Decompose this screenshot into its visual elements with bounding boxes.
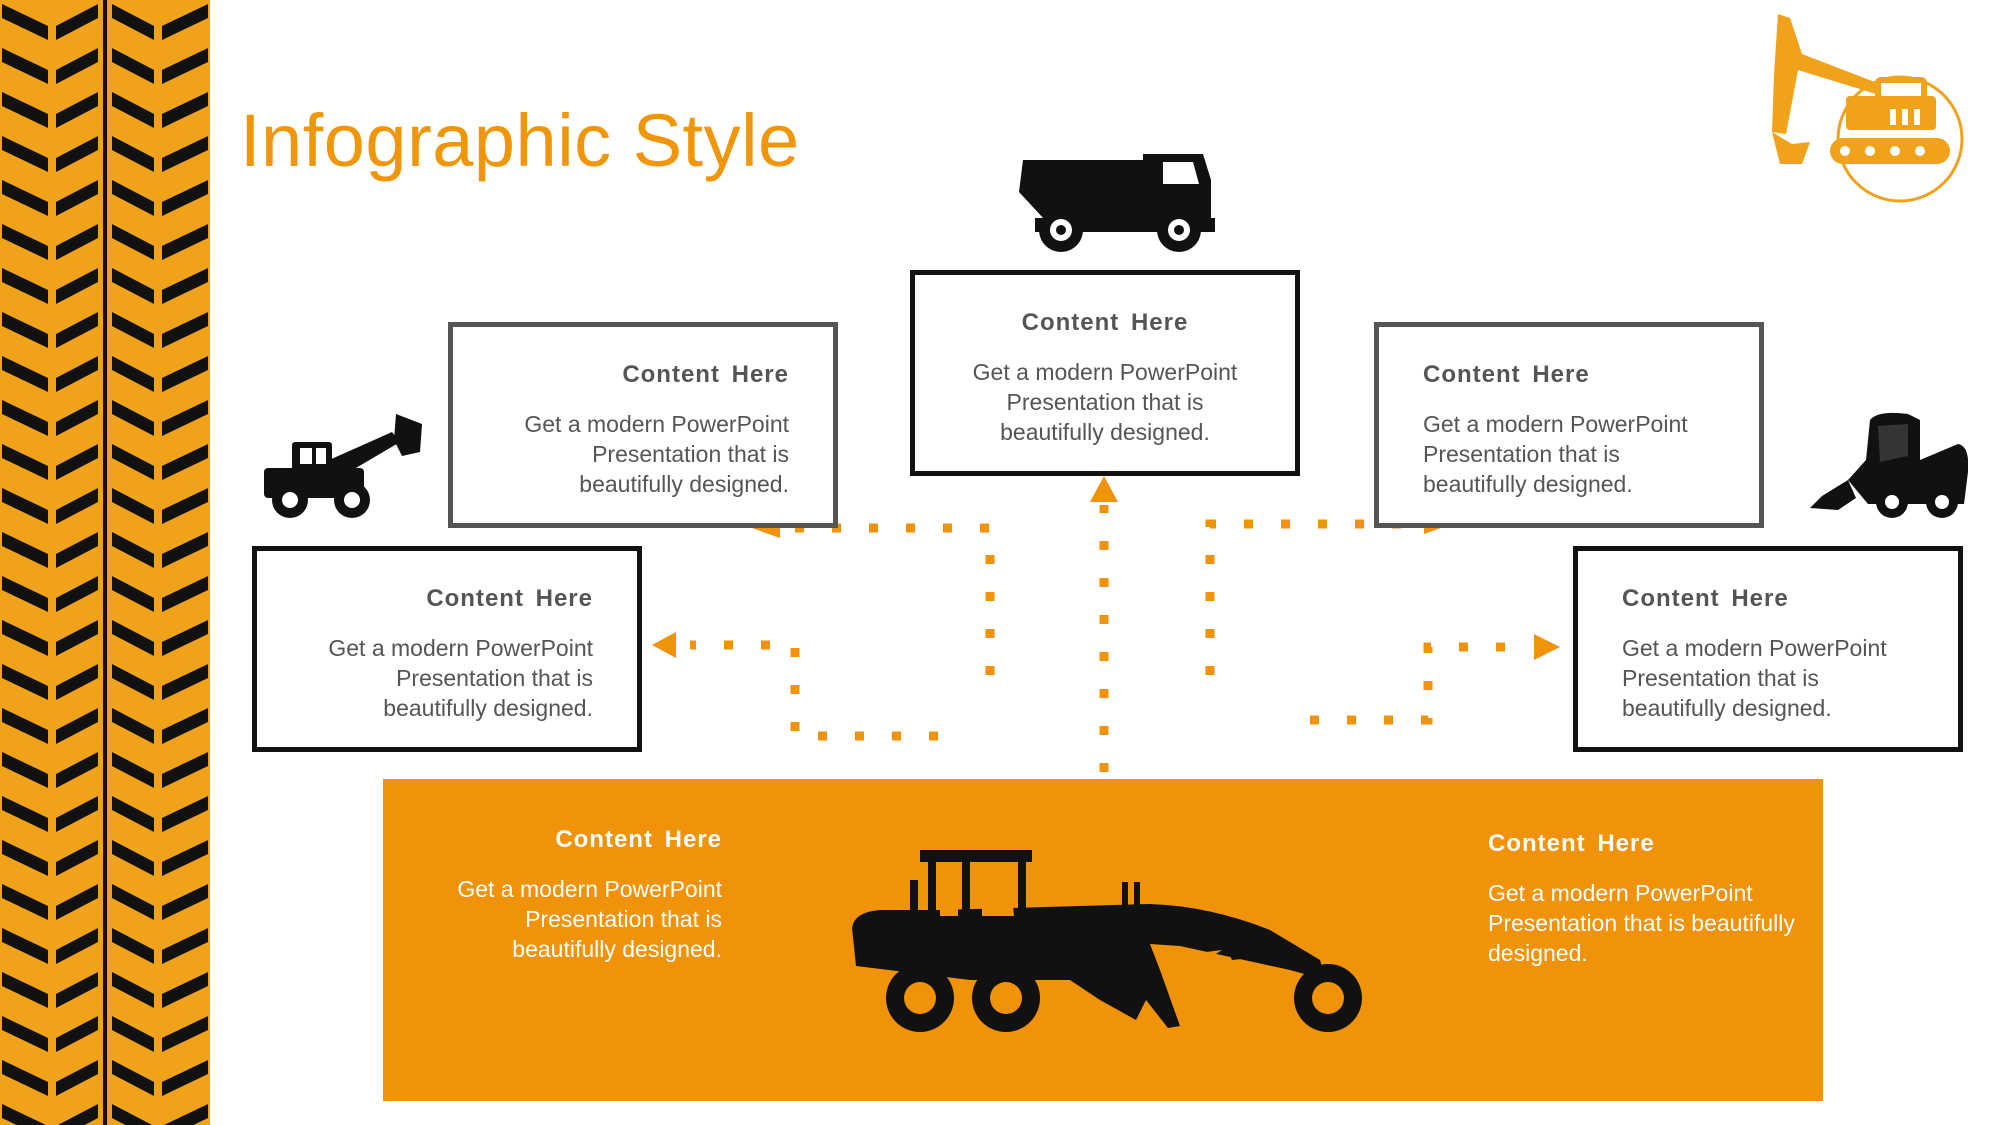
box-heading: Content Here (1423, 361, 1590, 388)
telehandler-icon (264, 414, 422, 518)
skid-steer-icon (1810, 412, 1968, 518)
upper-left-connector (780, 523, 995, 675)
arrow-icon (652, 632, 676, 658)
content-box-upper-right: Content Here Get a modern PowerPoint Pre… (1374, 322, 1764, 528)
box-heading: Content Here (622, 361, 789, 388)
content-box-upper-left: Content Here Get a modern PowerPoint Pre… (448, 322, 838, 528)
content-box-lower-right: Content Here Get a modern PowerPoint Pre… (1573, 546, 1963, 752)
banner-heading: Content Here (1488, 830, 1655, 857)
upper-right-connector (1205, 519, 1420, 675)
content-box-top-center: Content Here Get a modern PowerPoint Pre… (910, 270, 1300, 476)
lower-right-connector (1310, 642, 1520, 725)
banner-body: Get a modern PowerPoint Presentation tha… (1488, 880, 1795, 966)
dump-truck-icon (1019, 154, 1215, 252)
box-body: Get a modern PowerPoint Presentation tha… (972, 359, 1238, 445)
box-heading: Content Here (1021, 309, 1189, 336)
box-body: Get a modern PowerPoint Presentation tha… (1622, 635, 1887, 721)
box-heading: Content Here (1622, 585, 1789, 612)
page-title: Infographic Style (240, 99, 800, 182)
motor-grader-icon (852, 850, 1362, 1032)
tire-track-icon (0, 0, 210, 1125)
arrow-icon (1090, 476, 1118, 502)
box-heading: Content Here (426, 585, 593, 612)
box-body: Get a modern PowerPoint Presentation tha… (328, 635, 593, 721)
lower-left-connector (690, 640, 938, 741)
banner-body: Get a modern PowerPoint Presentation tha… (457, 876, 722, 962)
box-body: Get a modern PowerPoint Presentation tha… (524, 411, 789, 497)
excavator-logo-icon (1772, 14, 1964, 203)
banner-text-right: Content Here Get a modern PowerPoint Pre… (1488, 830, 1798, 968)
content-box-lower-left: Content Here Get a modern PowerPoint Pre… (252, 546, 642, 752)
banner-text-left: Content Here Get a modern PowerPoint Pre… (420, 826, 722, 964)
arrow-icon (1534, 634, 1560, 660)
banner-heading: Content Here (555, 826, 722, 853)
box-body: Get a modern PowerPoint Presentation tha… (1423, 411, 1688, 497)
